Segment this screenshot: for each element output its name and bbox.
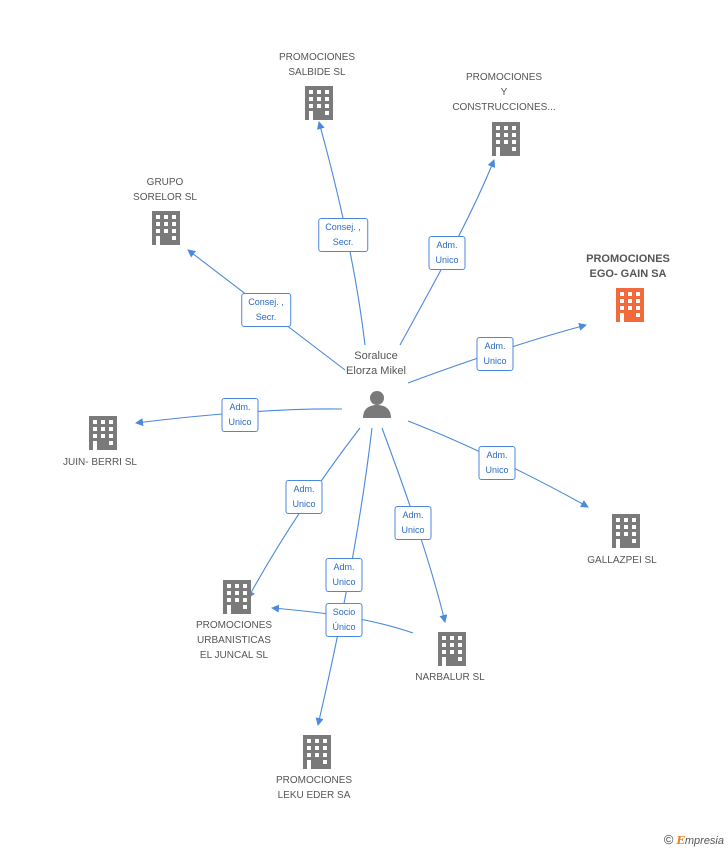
building-icon-narbalur[interactable] — [438, 632, 466, 666]
edge-label-egogain[interactable]: Adm. Unico — [476, 337, 514, 371]
edge-label-gallazpei[interactable]: Adm. Unico — [478, 446, 516, 480]
edge-label-lekueder[interactable]: Adm. Unico — [325, 558, 363, 592]
company-label-gallazpei[interactable]: GALLAZPEI SL — [587, 555, 657, 566]
edge-label-juinberri[interactable]: Adm. Unico — [221, 398, 259, 432]
brand-initial: E — [676, 834, 685, 847]
copyright-icon: © — [663, 832, 674, 847]
company-label-salbide[interactable]: PROMOCIONES SALBIDE SL — [278, 52, 356, 78]
edge-label-sorelor[interactable]: Consej. , Secr. — [241, 293, 291, 327]
edge-label-narbalur[interactable]: Adm. Unico — [394, 506, 432, 540]
company-label-urbanisticas[interactable]: PROMOCIONES URBANISTICAS EL JUNCAL SL — [195, 620, 273, 661]
building-icon-sorelor[interactable] — [152, 211, 180, 245]
building-icon-promoyconst[interactable] — [492, 122, 520, 156]
building-icon-egogain[interactable] — [616, 288, 644, 322]
edge-label-promoyconst[interactable]: Adm. Unico — [428, 236, 466, 270]
building-icon-salbide[interactable] — [305, 86, 333, 120]
person-icon[interactable] — [363, 391, 391, 418]
building-icon-juinberri[interactable] — [89, 416, 117, 450]
building-icon-lekueder[interactable] — [303, 735, 331, 769]
edge-label-salbide[interactable]: Consej. , Secr. — [318, 218, 368, 252]
building-icon-gallazpei[interactable] — [612, 514, 640, 548]
brand-name: mpresia — [684, 835, 724, 847]
company-label-sorelor[interactable]: GRUPO SORELOR SL — [133, 177, 197, 203]
company-label-juinberri[interactable]: JUIN- BERRI SL — [63, 457, 137, 468]
company-label-egogain[interactable]: PROMOCIONES EGO- GAIN SA — [586, 253, 670, 280]
building-icon-urbanisticas[interactable] — [223, 580, 251, 614]
edge-label-urbanisticas[interactable]: Adm. Unico — [285, 480, 323, 514]
footer-brand: © Empresia — [664, 832, 724, 847]
person-name[interactable]: Soraluce Elorza Mikel — [346, 350, 406, 377]
company-label-lekueder[interactable]: PROMOCIONES LEKU EDER SA — [275, 775, 353, 801]
company-label-promoyconst[interactable]: PROMOCIONES Y CONSTRUCCIONES... — [452, 72, 556, 113]
company-label-narbalur[interactable]: NARBALUR SL — [415, 672, 485, 683]
edge-label-narbalur-urb[interactable]: Socio Único — [325, 603, 363, 637]
